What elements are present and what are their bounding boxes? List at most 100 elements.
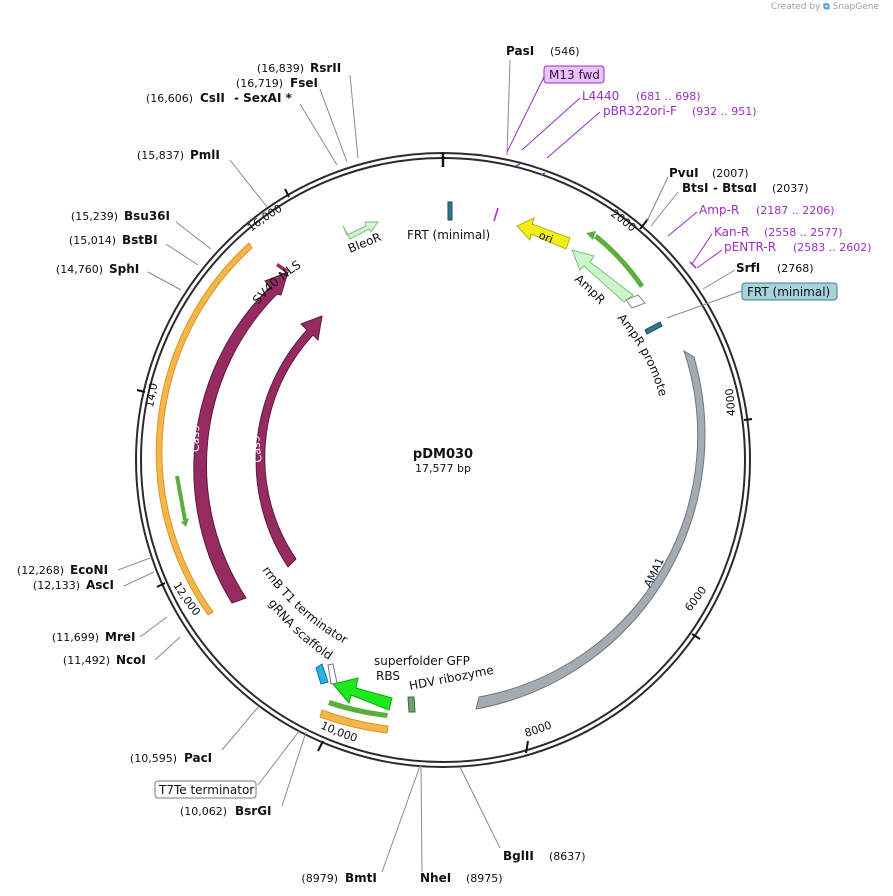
feature-green-orf-bottom	[328, 700, 388, 718]
enzyme-extra: - SexAI *	[234, 91, 293, 105]
enzyme-btsi: BtsI - BtsαI (2037)	[682, 181, 809, 195]
tick-label-8000: 8000	[523, 719, 553, 740]
primer-pentr-name: pENTR-R	[724, 240, 776, 254]
enzyme-name: BsrGI	[235, 804, 272, 818]
tick-6000	[691, 633, 701, 640]
enzyme-rsrii: (16,839) RsrII	[257, 61, 341, 75]
primer-arrow-l4440	[515, 163, 521, 167]
enzyme-name: EcoNI	[70, 563, 108, 577]
label-cas9-inner: Cas9	[249, 435, 265, 464]
label-rbs: RBS	[376, 669, 400, 683]
enzyme-pos: (2007)	[712, 167, 749, 180]
primer-l4440-range: (681 .. 698)	[636, 90, 701, 103]
tick-label-14000: 14,000	[0, 0, 160, 408]
feature-orange-orf-left	[155, 242, 253, 616]
tick-8000	[525, 740, 529, 754]
enzyme-name: SrfI	[736, 261, 760, 275]
enzyme-bstbi: (15,014) BstBI	[69, 233, 158, 247]
primer-arrow-m13	[493, 207, 499, 222]
enzyme-pos: (16,719)	[236, 77, 283, 90]
enzyme-name: PasI	[506, 44, 534, 58]
leader-bsrgi	[281, 731, 307, 807]
label-ampr-promoter: AmpR promoter	[0, 0, 670, 398]
tick-4000	[743, 418, 753, 421]
leader-ampr-primer	[667, 211, 698, 237]
primer-m13-name: M13 fwd	[549, 68, 600, 82]
enzyme-mrei: (11,699) MreI	[52, 630, 136, 644]
enzyme-pos: (15,014)	[69, 234, 116, 247]
feature-ama1	[475, 349, 706, 710]
tick-10000	[317, 740, 324, 752]
enzyme-name: AscI	[86, 578, 114, 592]
enzyme-name: FseI	[290, 76, 318, 90]
leader-csii	[299, 103, 338, 166]
leader-bglii	[459, 766, 501, 849]
enzyme-pos: (15,837)	[137, 149, 184, 162]
enzyme-pos: (10,062)	[180, 805, 227, 818]
enzyme-pos: (2768)	[777, 262, 814, 275]
feature-green-orf-left	[175, 475, 187, 521]
leader-asci	[123, 571, 155, 587]
feature-green-orf-right	[594, 234, 644, 288]
enzyme-pos: (15,239)	[71, 210, 118, 223]
tick-label-16000: 16,000	[245, 202, 284, 235]
leader-paci	[221, 705, 260, 751]
frt-box-label: FRT (minimal)	[747, 285, 830, 299]
enzyme-name: NheI	[420, 871, 451, 885]
feature-hdv-ribozyme	[407, 696, 416, 713]
feature-green-orf-left-head	[181, 518, 189, 527]
leader-ncoi	[154, 636, 181, 661]
tick-label-4000: 4000	[723, 388, 738, 417]
enzyme-pos: (8979)	[301, 872, 338, 885]
leader-t7te	[257, 729, 301, 786]
primer-l4440-name: L4440	[582, 89, 619, 103]
enzyme-bsrgi: (10,062) BsrGI	[180, 804, 272, 818]
feature-cas9-inner	[255, 315, 323, 568]
enzyme-name: MreI	[105, 630, 135, 644]
feature-grna-scaffold	[315, 663, 329, 685]
enzyme-pos: (10,595)	[130, 752, 177, 765]
primer-pentr-range: (2583 .. 2602)	[793, 241, 872, 254]
primer-kanr-name: Kan-R	[714, 225, 749, 239]
enzyme-srfi: SrfI (2768)	[736, 261, 814, 275]
enzyme-name: BstBI	[122, 233, 158, 247]
enzyme-pos: (11,492)	[63, 654, 110, 667]
enzyme-paci: (10,595) PacI	[130, 751, 212, 765]
feature-superfolder-gfp	[332, 677, 393, 711]
leader-pvui	[646, 176, 669, 222]
leader-nhei	[420, 765, 423, 873]
primer-leader-lines	[506, 74, 723, 269]
feature-rrnb-terminator	[327, 663, 338, 685]
leader-econi	[117, 557, 151, 571]
leader-pasi	[506, 59, 511, 156]
enzyme-pos: (12,133)	[33, 579, 80, 592]
enzyme-pos: (2037)	[772, 182, 809, 195]
enzyme-pos: (14,760)	[56, 263, 103, 276]
leader-bstbi	[165, 243, 199, 266]
enzyme-csii: (16,606) CsII - SexAI *	[146, 91, 293, 105]
enzyme-pos: (8637)	[549, 850, 586, 863]
leader-l4440	[521, 97, 581, 151]
enzyme-name: PvuI	[669, 166, 699, 180]
credit-prefix: Created by	[770, 2, 821, 12]
primer-labels: M13 fwd L4440 (681 .. 698) pBR322ori-F (…	[543, 65, 872, 254]
plasmid-name: pDM030	[413, 447, 473, 462]
primer-arrows	[493, 163, 697, 269]
enzyme-name: Bsu36I	[124, 209, 170, 223]
leader-rsrii	[349, 74, 359, 159]
leader-kanr	[691, 233, 713, 265]
enzyme-name: BmtI	[345, 871, 377, 885]
label-ori: ori	[537, 229, 555, 246]
enzyme-name: BtsI	[682, 181, 709, 195]
feature-bleor	[342, 221, 379, 240]
enzyme-fsei: (16,719) FseI	[236, 76, 318, 90]
feature-orange-orf-bottom	[319, 709, 389, 734]
primer-pbr322-range: (932 .. 951)	[692, 105, 757, 118]
enzyme-name: RsrII	[310, 61, 341, 75]
feature-ori	[516, 217, 571, 250]
leader-mrei	[139, 616, 168, 638]
enzyme-pos: (546)	[550, 45, 580, 58]
enzyme-extra: - BtsαI	[713, 181, 757, 195]
plasmid-length: 17,577 bp	[415, 462, 471, 475]
feature-ampr-promoter	[625, 294, 646, 309]
